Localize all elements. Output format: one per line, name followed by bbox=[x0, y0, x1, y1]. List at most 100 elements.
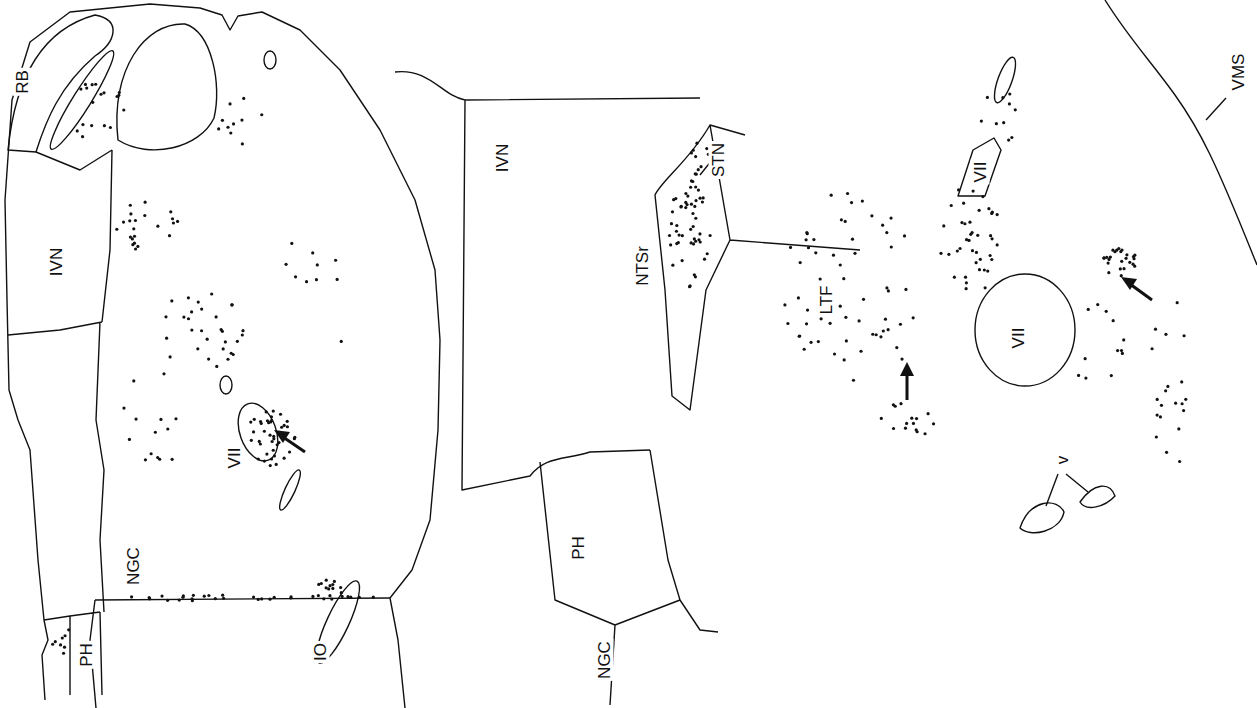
labelled-cell bbox=[699, 165, 702, 168]
labelled-cell bbox=[694, 240, 697, 243]
labelled-cell bbox=[839, 305, 842, 308]
labelled-cell bbox=[830, 194, 833, 197]
labelled-cell bbox=[134, 219, 137, 222]
labelled-cell bbox=[63, 634, 66, 637]
labelled-cell bbox=[79, 88, 82, 91]
labelled-cell bbox=[691, 212, 694, 215]
labelled-cell bbox=[210, 292, 213, 295]
labelled-cell bbox=[996, 243, 999, 246]
labelled-cell bbox=[196, 347, 199, 350]
labelled-cell bbox=[851, 238, 854, 241]
labelled-cell bbox=[273, 596, 276, 599]
labelled-cell bbox=[850, 201, 853, 204]
labelled-cell bbox=[1117, 247, 1120, 250]
labelled-cell bbox=[268, 598, 271, 601]
region-label: v bbox=[1053, 454, 1072, 467]
region-label: IO bbox=[311, 641, 330, 663]
arrow-head bbox=[900, 362, 914, 376]
labelled-cell bbox=[884, 318, 887, 321]
labelled-cell bbox=[169, 210, 172, 213]
labelled-cell bbox=[165, 337, 168, 340]
labelled-cell bbox=[960, 221, 963, 224]
nucleus-outline bbox=[975, 274, 1075, 386]
labelled-cell bbox=[976, 234, 979, 237]
labelled-cell bbox=[236, 340, 239, 343]
labelled-cell bbox=[840, 218, 843, 221]
labelled-cell bbox=[293, 436, 296, 439]
labelled-cell bbox=[1133, 265, 1136, 268]
labelled-cell bbox=[967, 239, 970, 242]
labelled-cell bbox=[915, 428, 918, 431]
labelled-cell bbox=[842, 277, 845, 280]
labelled-cell bbox=[76, 129, 79, 132]
labelled-cell bbox=[162, 372, 165, 375]
labelled-cell bbox=[964, 276, 967, 279]
labelled-cell bbox=[797, 296, 800, 299]
labelled-cell bbox=[1160, 404, 1163, 407]
labelled-cell bbox=[159, 418, 162, 421]
labelled-cell bbox=[958, 247, 961, 250]
labelled-cell bbox=[253, 418, 256, 421]
labelled-cell bbox=[671, 210, 674, 213]
labelled-cell bbox=[187, 317, 190, 320]
labelled-cell bbox=[871, 333, 874, 336]
labelled-cell bbox=[1182, 334, 1185, 337]
labelled-cell bbox=[1107, 271, 1110, 274]
labelled-cell bbox=[331, 583, 334, 586]
labelled-cell bbox=[294, 275, 297, 278]
ventral-surface bbox=[1105, 0, 1257, 265]
labelled-cell bbox=[957, 188, 960, 191]
labelled-cell bbox=[697, 188, 700, 191]
labelled-cell bbox=[814, 251, 817, 254]
labelled-cell bbox=[270, 440, 273, 443]
labelled-cell bbox=[136, 245, 139, 248]
labelled-cell bbox=[1110, 374, 1113, 377]
labelled-cell bbox=[134, 417, 137, 420]
labelled-cell bbox=[984, 286, 987, 289]
labelled-cell bbox=[99, 93, 102, 96]
region-label: PH bbox=[77, 641, 96, 669]
labelled-cell bbox=[1133, 254, 1136, 257]
labelled-cell bbox=[681, 259, 684, 262]
labelled-cell bbox=[270, 457, 273, 460]
labelled-cell bbox=[174, 417, 177, 420]
labelled-cell bbox=[192, 594, 195, 597]
labelled-cell bbox=[164, 315, 167, 318]
labelled-cell bbox=[1096, 303, 1099, 306]
labelled-cell bbox=[983, 268, 986, 271]
labelled-cell bbox=[257, 457, 260, 460]
labelled-cell bbox=[963, 222, 966, 225]
labelled-cell bbox=[1165, 451, 1168, 454]
labelled-cell bbox=[1180, 380, 1183, 383]
labelled-cell bbox=[283, 457, 286, 460]
labelled-cell bbox=[694, 172, 697, 175]
labelled-cell bbox=[690, 203, 693, 206]
labelled-cell bbox=[1087, 308, 1090, 311]
labelled-cell bbox=[182, 316, 185, 319]
labelled-cell bbox=[214, 597, 217, 600]
labelled-cell bbox=[1120, 349, 1123, 352]
labelled-cell bbox=[675, 230, 678, 233]
labelled-cell bbox=[968, 221, 971, 224]
labelled-cell bbox=[94, 83, 97, 86]
labelled-cell bbox=[879, 335, 882, 338]
labelled-cell bbox=[358, 596, 361, 599]
labelled-cell bbox=[900, 357, 903, 360]
labelled-cell bbox=[675, 242, 678, 245]
labelled-cell bbox=[339, 586, 342, 589]
rb-outline bbox=[8, 15, 113, 152]
labelled-cell bbox=[1164, 389, 1167, 392]
labelled-cell bbox=[340, 591, 343, 594]
labelled-cell bbox=[786, 322, 789, 325]
labelled-cell bbox=[272, 437, 275, 440]
nerve-outline bbox=[1020, 486, 1115, 533]
labelled-cell bbox=[807, 246, 810, 249]
region-label: RB bbox=[13, 68, 32, 96]
labelled-cell bbox=[273, 454, 276, 457]
labelled-cell bbox=[166, 599, 169, 602]
labelled-cell bbox=[1120, 260, 1123, 263]
arrow bbox=[283, 437, 305, 452]
labelled-cell bbox=[328, 594, 331, 597]
labelled-cell bbox=[1010, 136, 1013, 139]
labelled-cell bbox=[232, 353, 235, 356]
